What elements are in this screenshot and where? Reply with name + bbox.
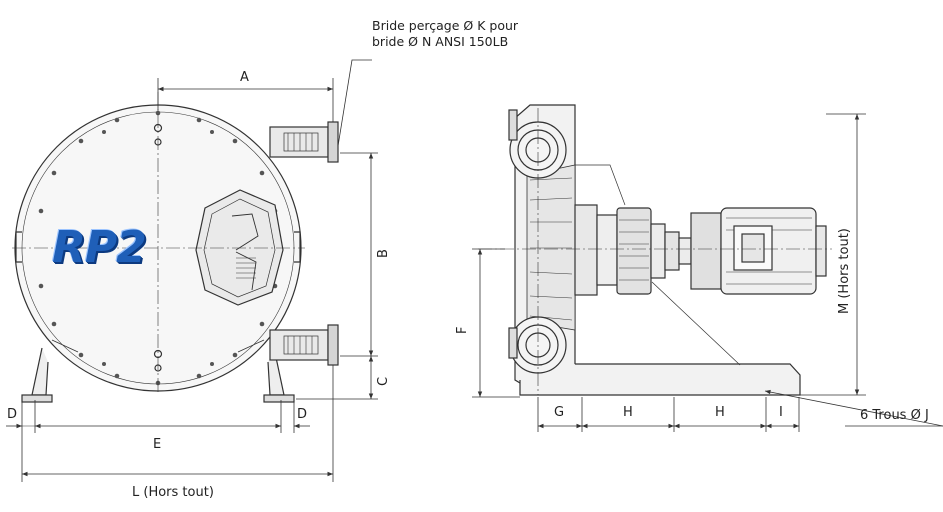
flange-note-line2: bride Ø N ANSI 150LB — [372, 34, 509, 49]
side-view — [478, 104, 832, 396]
rp2-logo: RP2 — [52, 222, 147, 273]
dimension-label-i: I — [779, 405, 783, 420]
dimension-label-l: L (Hors tout) — [132, 485, 214, 500]
dimension-label-f: F — [455, 326, 470, 334]
dimension-label-a: A — [240, 70, 249, 85]
dimension-label-e: E — [153, 437, 162, 452]
dimension-label-c: C — [376, 376, 391, 386]
flange-note-line1: Bride perçage Ø K pour — [372, 18, 519, 33]
dimension-label-d-right: D — [297, 407, 308, 422]
side-view-dimensions — [472, 113, 943, 432]
dimension-label-m: M (Hors tout) — [837, 228, 852, 314]
holes-note: 6 Trous Ø J — [860, 408, 929, 423]
front-view — [12, 92, 339, 403]
front-view-dimensions — [6, 59, 378, 482]
dimension-label-g: G — [554, 405, 565, 420]
dimension-label-h1: H — [623, 405, 633, 420]
dimension-label-b: B — [376, 249, 391, 258]
dimension-label-h2: H — [715, 405, 725, 420]
dimension-label-d-left: D — [7, 407, 18, 422]
